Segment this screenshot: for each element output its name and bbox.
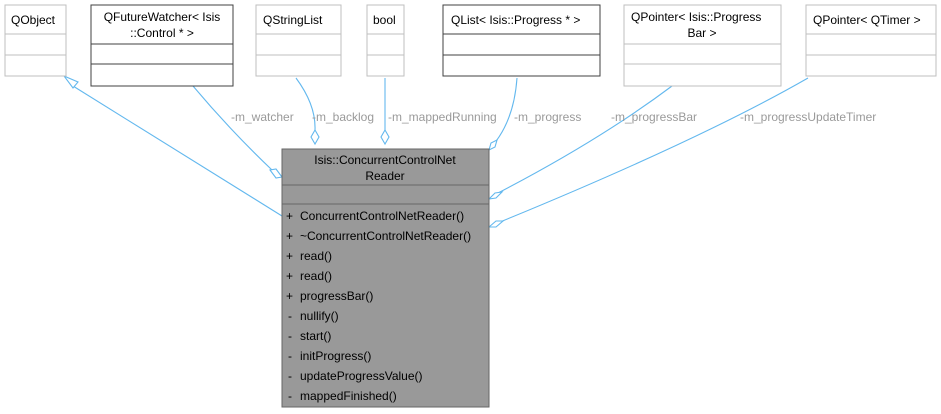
class-box-main[interactable]: Isis::ConcurrentControlNet Reader + Conc… — [281, 148, 490, 408]
class-name: bool — [373, 13, 396, 27]
inheritance-arrowhead — [62, 74, 79, 89]
relation-label-m_progressBar: -m_progressBar — [611, 110, 697, 124]
class-name-line-1: QFutureWatcher< Isis — [104, 10, 221, 24]
method-name: updateProgressValue() — [300, 369, 423, 383]
method-item[interactable]: - updateProgressValue() — [288, 369, 423, 383]
method-item[interactable]: + ConcurrentControlNetReader() — [286, 209, 464, 223]
edge-m_watcher — [192, 85, 273, 171]
main-class-name-line-1: Isis::ConcurrentControlNet — [314, 153, 456, 167]
class-box-qpointer-progressbar[interactable]: QPointer< Isis::Progress Bar > — [623, 4, 782, 87]
relation-label-m_progressUpdateTimer: -m_progressUpdateTimer — [740, 110, 876, 124]
method-visibility: - — [288, 389, 292, 403]
aggregation-diamond-m_watcher — [269, 168, 283, 179]
class-name: QPointer< QTimer > — [813, 13, 921, 27]
method-name: start() — [300, 329, 331, 343]
method-item[interactable]: - mappedFinished() — [288, 389, 397, 403]
aggregation-diamond-m_mappedRunning — [380, 128, 390, 146]
class-box-qpointer-qtimer[interactable]: QPointer< QTimer > — [805, 4, 937, 77]
class-box-qlist-progress[interactable]: QList< Isis::Progress * > — [442, 4, 601, 77]
edge-m_progressUpdateTimer — [499, 77, 809, 223]
relation-label-m_mappedRunning: -m_mappedRunning — [388, 110, 497, 124]
class-name-line-1: QPointer< Isis::Progress — [631, 10, 761, 24]
aggregation-diamond-m_progress — [488, 138, 498, 152]
class-name: QStringList — [263, 13, 323, 27]
method-item[interactable]: + read() — [286, 249, 332, 263]
method-name: read() — [300, 249, 332, 263]
method-visibility: + — [286, 269, 293, 283]
inheritance-edge-qobject — [72, 85, 283, 217]
method-visibility: + — [286, 229, 293, 243]
class-name-line-2: Bar > — [687, 26, 716, 40]
class-box-bool[interactable]: bool — [366, 4, 405, 77]
method-list: + ConcurrentControlNetReader() + ~Concur… — [286, 209, 471, 403]
method-item[interactable]: - start() — [288, 329, 331, 343]
class-name: QObject — [11, 13, 56, 27]
aggregation-diamond-m_progressBar — [487, 191, 504, 200]
main-class-name-line-2: Reader — [365, 169, 404, 183]
class-box-qfuturewatcher[interactable]: QFutureWatcher< Isis ::Control * > — [90, 4, 234, 87]
class-name-line-2: ::Control * > — [130, 26, 194, 40]
relations — [62, 74, 809, 228]
class-box-qstringlist[interactable]: QStringList — [255, 4, 342, 77]
relation-label-m_watcher: -m_watcher — [231, 110, 294, 124]
relation-label-m_backlog: -m_backlog — [312, 110, 374, 124]
method-name: read() — [300, 269, 332, 283]
method-visibility: - — [288, 349, 292, 363]
class-name: QList< Isis::Progress * > — [451, 13, 580, 27]
method-visibility: + — [286, 249, 293, 263]
method-visibility: + — [286, 289, 293, 303]
edge-m_progressBar — [497, 85, 673, 194]
method-name: initProgress() — [300, 349, 371, 363]
aggregation-diamond-m_progressUpdateTimer — [487, 220, 505, 228]
edge-m_backlog — [295, 77, 316, 131]
method-visibility: - — [288, 369, 292, 383]
method-name: progressBar() — [300, 289, 373, 303]
method-item[interactable]: - initProgress() — [288, 349, 371, 363]
method-name: mappedFinished() — [300, 389, 397, 403]
relation-labels: -m_watcher -m_backlog -m_mappedRunning -… — [231, 110, 876, 124]
method-item[interactable]: + ~ConcurrentControlNetReader() — [286, 229, 471, 243]
method-name: nullify() — [300, 309, 339, 323]
method-visibility: - — [288, 329, 292, 343]
method-visibility: - — [288, 309, 292, 323]
method-visibility: + — [286, 209, 293, 223]
class-box-qobject[interactable]: QObject — [4, 4, 67, 77]
method-name: ConcurrentControlNetReader() — [300, 209, 464, 223]
aggregation-diamond-m_backlog — [310, 128, 320, 146]
method-item[interactable]: - nullify() — [288, 309, 339, 323]
method-item[interactable]: + read() — [286, 269, 332, 283]
method-item[interactable]: + progressBar() — [286, 289, 373, 303]
relation-label-m_progress: -m_progress — [514, 110, 581, 124]
method-name: ~ConcurrentControlNetReader() — [300, 229, 471, 243]
